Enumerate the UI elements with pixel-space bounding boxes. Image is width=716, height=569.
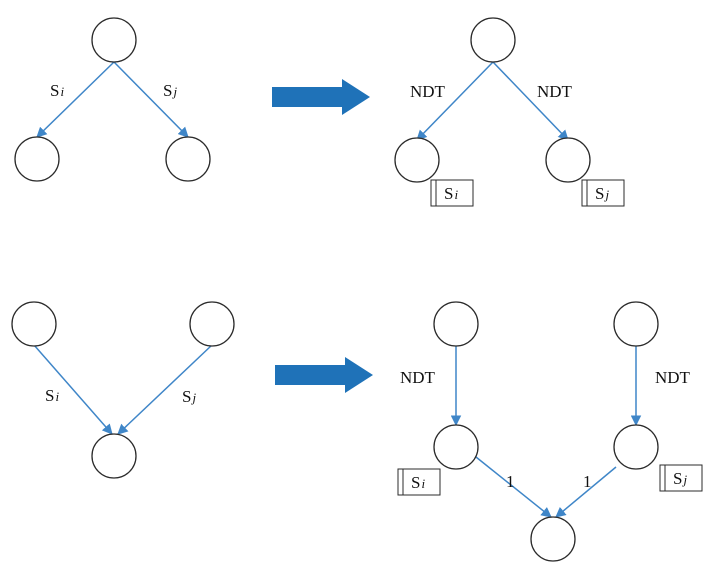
svg-text:Sj: Sj <box>595 184 609 203</box>
node-left-child <box>394 137 440 183</box>
box-sj: Sj <box>581 179 625 207</box>
node-right-child <box>165 136 211 182</box>
node-target <box>91 433 137 479</box>
box-si: Si <box>397 468 441 496</box>
label-ndt-left: NDT <box>400 368 436 387</box>
transform-arrow-bottom <box>275 357 373 393</box>
node-parent <box>470 17 516 63</box>
svg-text:Si: Si <box>444 184 458 203</box>
edge-si-split <box>36 61 115 138</box>
node-parent <box>91 17 137 63</box>
node-left-source <box>11 301 57 347</box>
label-sj: Sj <box>182 387 196 406</box>
transform-arrow-top <box>272 79 370 115</box>
node-left-child <box>14 136 60 182</box>
node-right-source <box>189 301 235 347</box>
edge-si-merge <box>33 344 113 435</box>
merge-before: Si Sj <box>11 301 235 479</box>
edge-ndt-right <box>492 61 569 141</box>
box-sj: Sj <box>659 464 703 492</box>
label-si: Si <box>50 81 64 100</box>
svg-text:Si: Si <box>411 473 425 492</box>
edge-sj-merge <box>117 344 213 435</box>
label-one-right: 1 <box>583 472 592 491</box>
label-sj: Sj <box>163 81 177 100</box>
label-one-left: 1 <box>506 472 515 491</box>
node-right-source <box>613 301 659 347</box>
box-si: Si <box>430 179 474 207</box>
merge-after: NDT NDT 1 1 Si Sj <box>397 301 703 562</box>
node-left-source <box>433 301 479 347</box>
label-ndt-right: NDT <box>655 368 691 387</box>
svg-text:Sj: Sj <box>673 469 687 488</box>
edge-ndt-left <box>416 61 494 141</box>
label-si: Si <box>45 386 59 405</box>
label-ndt-left: NDT <box>410 82 446 101</box>
edge-sj-split <box>113 61 189 138</box>
edge-one-left <box>475 456 552 518</box>
node-right-mid <box>613 424 659 470</box>
edge-one-right <box>555 466 617 518</box>
node-right-child <box>545 137 591 183</box>
node-target <box>530 516 576 562</box>
node-left-mid <box>433 424 479 470</box>
label-ndt-right: NDT <box>537 82 573 101</box>
split-before: Si Sj <box>14 17 211 182</box>
split-after: NDT NDT Si Sj <box>394 17 625 207</box>
